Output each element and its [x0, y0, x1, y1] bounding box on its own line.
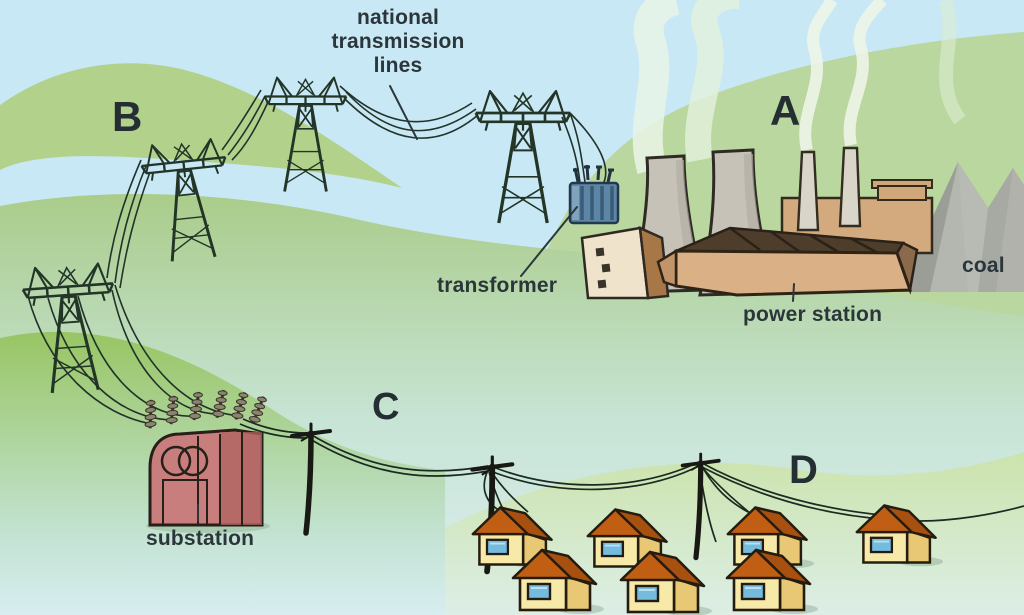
main-left-wall: [656, 248, 678, 288]
small-window: [595, 247, 605, 257]
small-window: [601, 263, 611, 273]
cooling-tower-shade: [744, 154, 772, 291]
pointer-transmission-lines: [389, 85, 418, 140]
label-national-transmission-lines: national transmission lines: [331, 6, 465, 78]
substation-icon: [140, 388, 270, 533]
label-marker-c: C: [372, 386, 400, 428]
label-transformer: transformer: [437, 274, 558, 297]
chimney-smoke-icon: [799, 0, 838, 152]
label-power-station: power station: [743, 303, 883, 326]
rear-building-cap: [877, 185, 927, 201]
label-marker-a: A: [770, 87, 801, 134]
label-coal: coal: [962, 254, 1005, 277]
chimney-icon: [838, 146, 862, 228]
chimney-smoke-icon: [843, 0, 887, 147]
transformer-icon: [568, 164, 620, 225]
label-pointers: [197, 85, 795, 522]
substation-drum: [177, 445, 209, 477]
small-window: [597, 279, 607, 289]
label-marker-d: D: [789, 448, 819, 492]
power-station-icon: [580, 146, 934, 300]
pointer-transformer: [520, 206, 578, 277]
steam-plume-icon: [685, 0, 740, 163]
smoke-streak: [938, 0, 966, 125]
substation-drum: [160, 445, 192, 477]
left-hill: [0, 63, 402, 189]
chimney-icon: [796, 150, 820, 232]
steam-plume-icon: [632, 0, 681, 175]
substation-door: [162, 479, 208, 525]
label-substation: substation: [146, 527, 255, 550]
roof-sawtooth: [729, 226, 879, 255]
label-marker-b: B: [112, 93, 143, 140]
small-building: [580, 226, 650, 300]
pointer-power-station: [792, 283, 795, 302]
small-building-side: [638, 225, 670, 300]
